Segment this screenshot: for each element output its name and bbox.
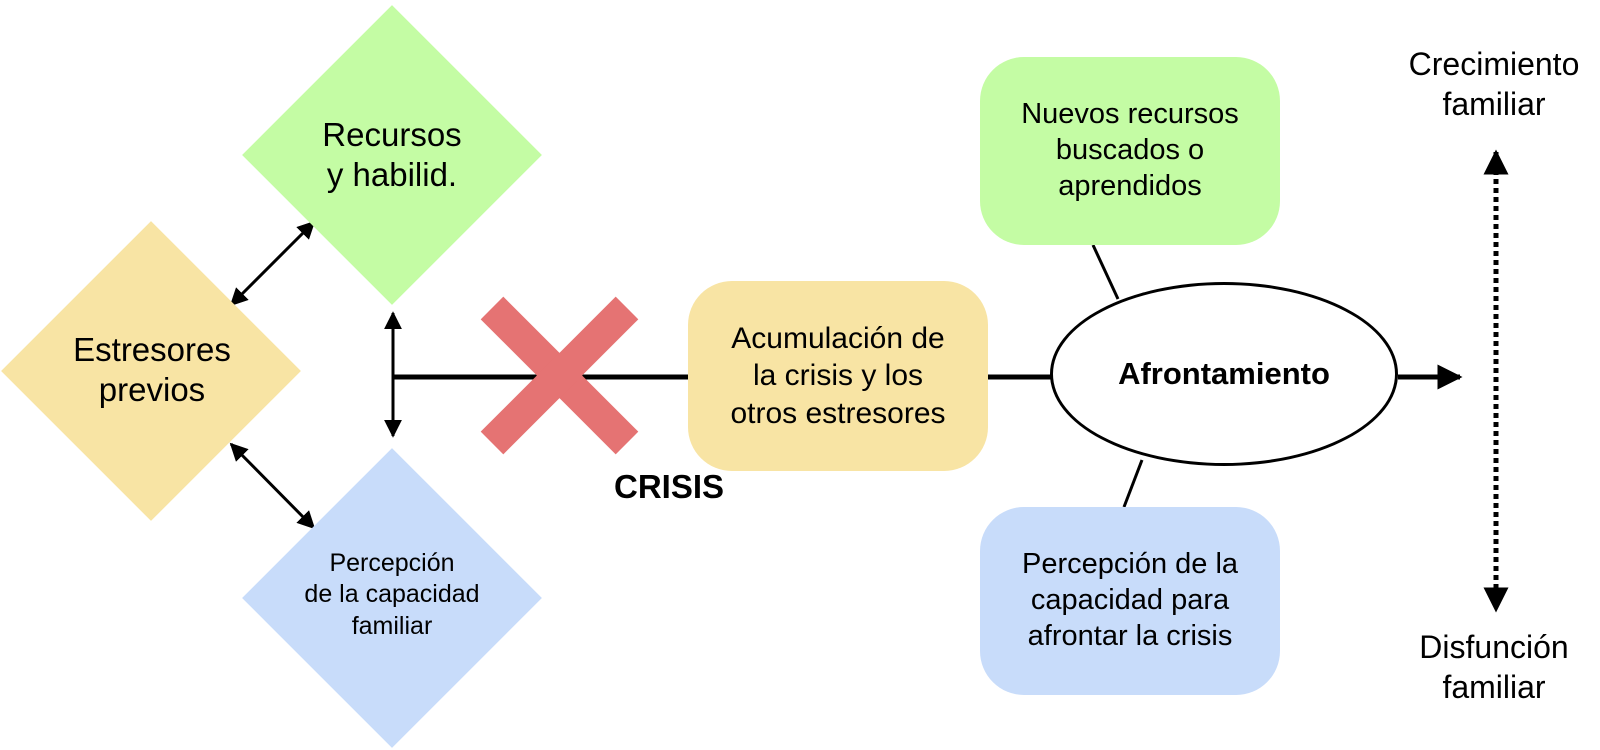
recursos-label: Recursos y habilid.: [322, 115, 462, 193]
acumulacion-box: Acumulación de la crisis y los otros est…: [688, 281, 988, 471]
nuevos-recursos-box: Nuevos recursos buscados o aprendidos: [980, 57, 1280, 245]
connector-percepcion-crisis: [1122, 459, 1144, 508]
afrontamiento-ellipse: Afrontamiento: [1050, 282, 1398, 466]
crisis-label: CRISIS: [614, 468, 725, 505]
crisis-cross-icon: [480, 296, 639, 455]
arrow-estresores-recursos: [229, 220, 316, 307]
connector-nuevos-recursos: [1091, 244, 1120, 300]
outcome-growth-label: Crecimiento familiar: [1408, 46, 1580, 122]
percepcion-familiar-label: Percepción de la capacidad familiar: [304, 549, 480, 640]
outcome-dysfunction-label: Disfunción familiar: [1419, 629, 1569, 705]
arrow-estresores-percepcion: [229, 442, 316, 530]
estresores-label: Estresores previos: [73, 330, 231, 408]
percepcion-crisis-box: Percepción de la capacidad para afrontar…: [980, 507, 1280, 695]
